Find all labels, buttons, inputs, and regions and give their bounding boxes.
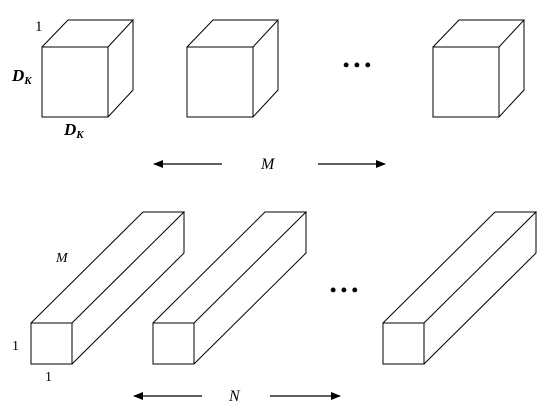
bottom-prism-2: [152, 211, 308, 365]
kernel-height-label: DK: [11, 66, 32, 87]
top-cube-2: [186, 19, 280, 118]
top-cube-3: [432, 19, 526, 118]
top-corner-label: 1: [35, 19, 43, 35]
bottom-depth-label: M: [55, 251, 69, 266]
bottom-ellipsis: • • •: [330, 280, 358, 300]
bottom-height-label: 1: [12, 339, 19, 354]
bottom-dimension-label: N: [228, 388, 241, 405]
top-cube-1: [41, 19, 135, 118]
top-dimension-label: M: [260, 156, 276, 173]
bottom-width-label: 1: [45, 370, 52, 385]
bottom-prism-1: [30, 211, 186, 365]
bottom-prism-3: [382, 211, 538, 365]
kernel-width-label: DK: [63, 120, 84, 141]
top-ellipsis: • • •: [343, 55, 371, 75]
